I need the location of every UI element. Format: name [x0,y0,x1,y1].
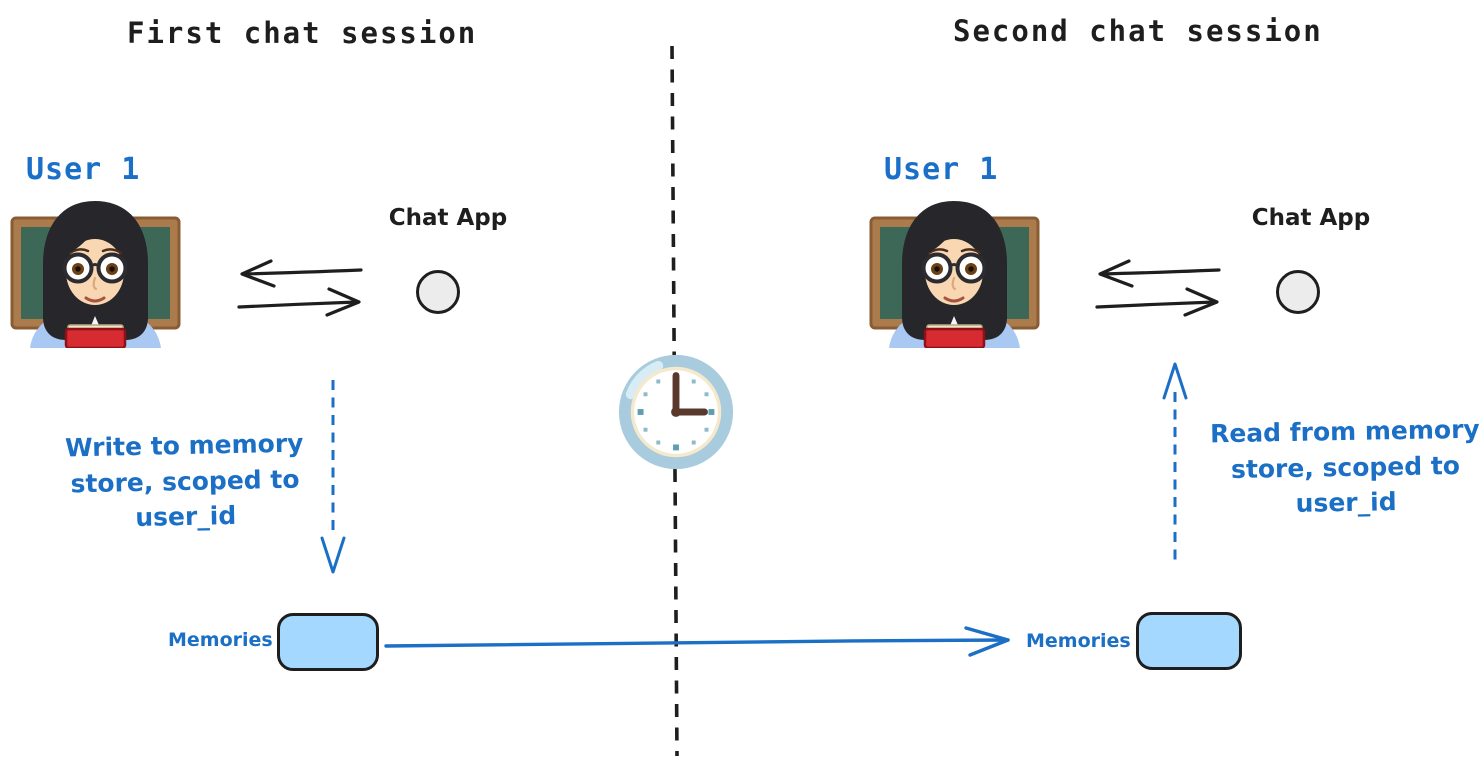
second-session-title: Second chat session [953,14,1323,48]
note-line: Read from memory [1209,414,1480,449]
memories-label-right: Memories [1026,630,1131,652]
user-chatapp-arrows-right [1087,248,1227,318]
memories-box-left [277,613,379,671]
first-session-title: First chat session [127,16,478,50]
chat-app-node-right [1276,270,1320,314]
chat-app-label-right: Chat App [1251,205,1371,231]
woman-teacher-emoji [8,196,183,348]
clock-icon [615,351,737,473]
note-line: user_id [1295,487,1397,518]
note-line: store, scoped to [1230,450,1461,484]
woman-teacher-emoji [867,196,1042,348]
note-line: store, scoped to [70,464,300,498]
write-memory-note: Write to memory store, scoped to user_id [34,425,336,538]
user-label-left: User 1 [26,152,141,187]
chat-app-label-left: Chat App [388,205,508,231]
read-memory-arrow [1162,362,1188,564]
user-label-right: User 1 [884,152,999,187]
memory-transfer-arrow [384,626,1010,657]
write-memory-arrow [320,380,346,574]
memories-label-left: Memories [168,629,273,651]
read-memory-note: Read from memory store, scoped to user_i… [1202,412,1482,523]
note-line: user_id [134,500,237,533]
memories-box-right [1136,612,1242,670]
user-chatapp-arrows-left [229,248,369,318]
note-line: Write to memory [64,428,304,463]
chat-app-node-left [416,270,460,314]
